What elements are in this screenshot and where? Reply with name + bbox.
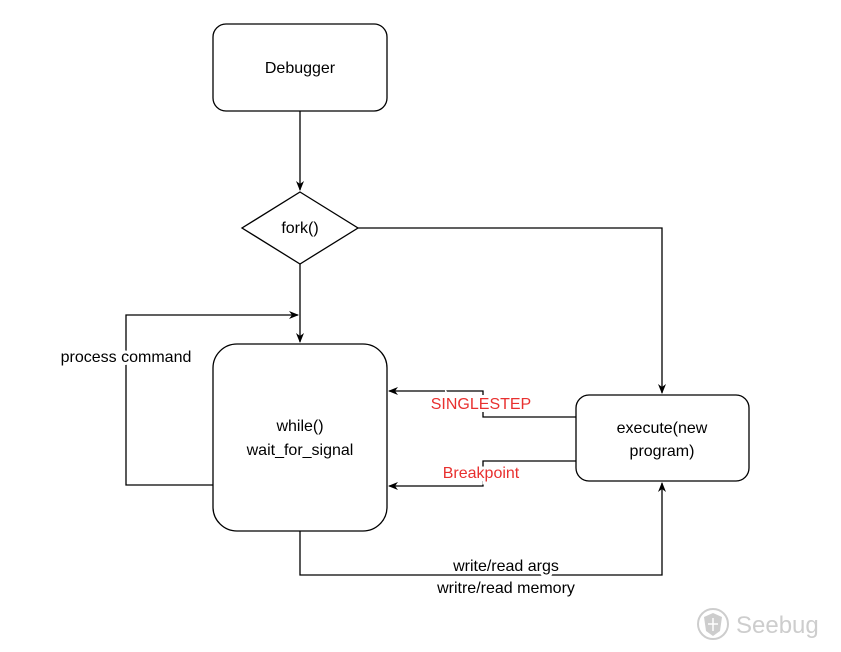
loop-label-line2: wait_for_signal [246, 442, 354, 459]
breakpoint-label: Breakpoint [443, 465, 520, 482]
watermark-text: Seebug [736, 612, 819, 639]
edge-process-command-loop [125, 311, 299, 486]
wait-loop-node: while() wait_for_signal [212, 343, 388, 532]
execute-label-line2: program) [630, 443, 695, 460]
singlestep-label: SINGLESTEP [431, 396, 531, 413]
fork-label: fork() [281, 220, 318, 237]
edge-breakpoint-signal [388, 460, 576, 490]
seebug-watermark: Seebug [697, 608, 819, 640]
seebug-logo-icon [697, 608, 729, 640]
execute-program-node: execute(new program) [575, 394, 750, 482]
args-label-line1: write/read args [452, 558, 559, 575]
args-label-line2: writre/read memory [436, 580, 575, 597]
execute-label-line1: execute(new [617, 420, 708, 437]
debugger-label: Debugger [265, 60, 336, 77]
debugger-node: Debugger [212, 23, 388, 112]
edge-fork-to-execute [358, 227, 666, 394]
fork-decision-node: fork() [240, 191, 360, 265]
process-command-label: process command [61, 349, 192, 366]
edge-singlestep-signal [388, 387, 576, 418]
loop-label-line1: while() [275, 418, 323, 435]
edge-loop-to-execute-args [299, 482, 666, 576]
